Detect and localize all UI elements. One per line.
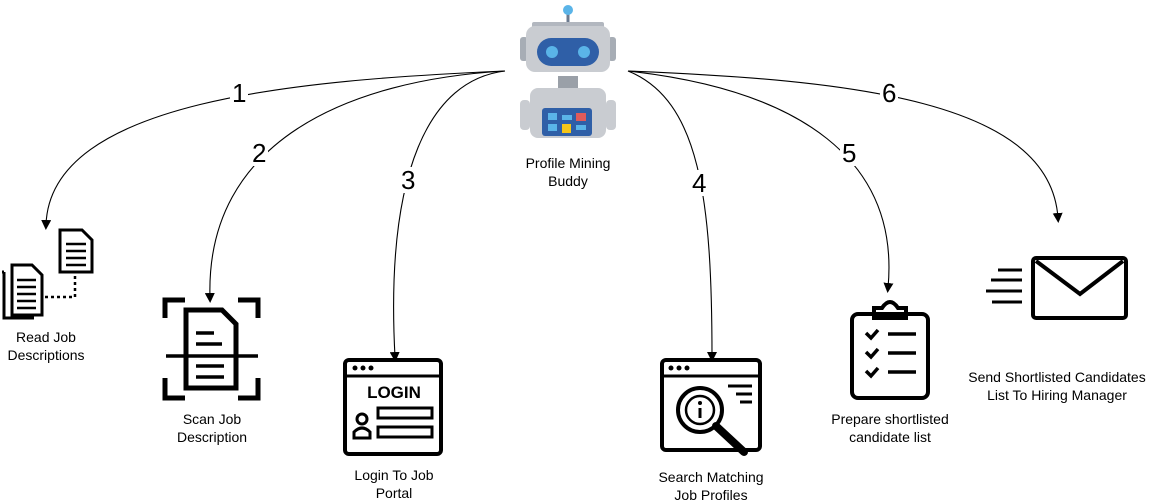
center-label-line2: Buddy (548, 173, 588, 189)
step-label-4: Search Matching Job Profiles (641, 468, 781, 504)
connector-4 (627, 70, 717, 362)
step-label-2-line1: Scan Job (182, 411, 242, 427)
connector-6 (627, 70, 1063, 223)
center-label-line1: Profile Mining (525, 155, 611, 171)
step-label-1-line1: Read Job (16, 329, 76, 345)
send-mail-icon (986, 256, 1128, 320)
step-label-2: Scan Job Description (152, 410, 272, 446)
step-label-1: Read Job Descriptions (0, 328, 96, 364)
step-label-4-line2: Job Profiles (674, 487, 748, 503)
checklist-clipboard-icon (850, 300, 930, 400)
connector-2 (204, 70, 506, 303)
step-label-4-line1: Search Matching (658, 469, 764, 485)
connector-3 (389, 70, 506, 362)
step-number-3: 3 (399, 165, 418, 195)
step-label-2-line2: Description (176, 429, 248, 445)
step-number-2: 2 (250, 138, 269, 168)
step-label-6-line2: List To Hiring Manager (987, 387, 1127, 403)
step-label-6: Send Shortlisted Candidates List To Hiri… (952, 368, 1154, 404)
connector-5 (627, 70, 894, 293)
step-label-3-line2: Portal (375, 485, 413, 501)
login-window-icon: LOGIN (343, 358, 443, 456)
center-label: Profile Mining Buddy (508, 154, 628, 190)
step-label-3-line1: Login To Job (354, 467, 434, 483)
step-number-1: 1 (230, 78, 249, 108)
step-label-5-line1: Prepare shortlisted (831, 411, 949, 427)
step-label-5-line2: candidate list (849, 429, 931, 445)
login-icon-text: LOGIN (367, 383, 421, 402)
robot-icon (520, 5, 616, 138)
document-scan-icon (162, 297, 261, 401)
step-label-1-line2: Descriptions (7, 347, 85, 363)
step-label-6-line1: Send Shortlisted Candidates (968, 369, 1146, 385)
step-number-6: 6 (880, 78, 899, 108)
documents-icon (2, 228, 94, 320)
connector-1 (41, 70, 506, 230)
step-label-5: Prepare shortlisted candidate list (810, 410, 970, 446)
step-number-5: 5 (840, 138, 859, 168)
step-number-4: 4 (690, 168, 709, 198)
search-window-icon (660, 358, 762, 456)
step-label-3: Login To Job Portal (334, 466, 454, 502)
